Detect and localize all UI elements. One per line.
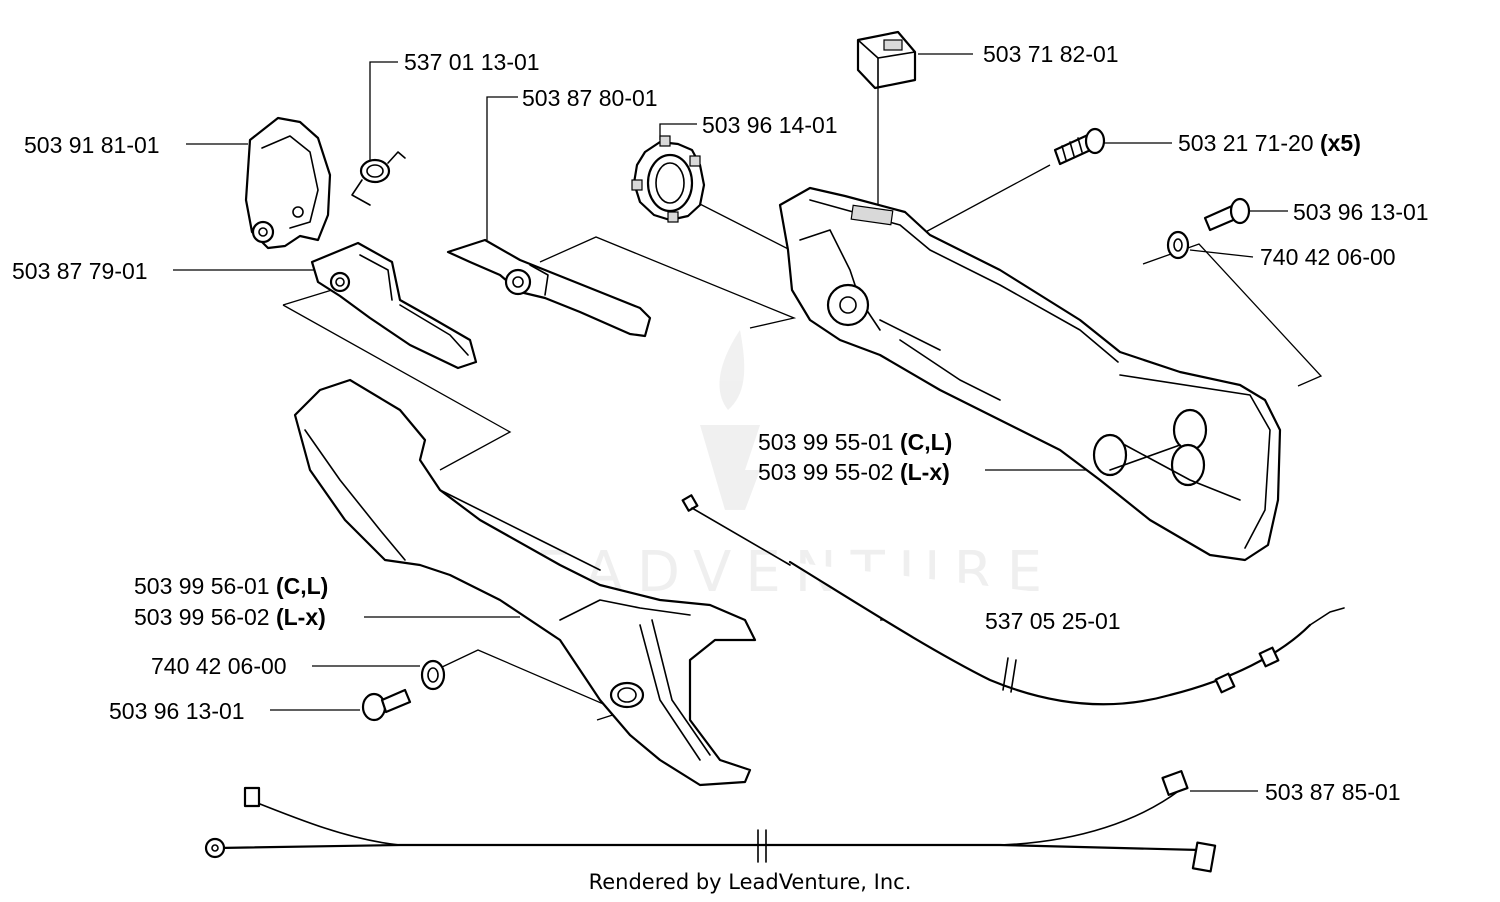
part-handle-half-left [293,378,757,787]
part-variant: (L-x) [275,604,326,630]
part-wire-harness [204,770,1217,873]
part-number: 503 87 80-01 [522,85,658,111]
part-variant: (L-x) [899,459,950,485]
part-number: 503 21 71-20 [1178,130,1314,156]
label-handle-left-lx: 503 99 56-02 (L-x) [134,604,326,630]
label-throttle-trigger: 503 87 79-01 [12,258,148,284]
part-variant: (C,L) [899,429,953,455]
part-number: 503 96 14-01 [702,112,838,138]
footer-credit: Rendered by LeadVenture, Inc. [588,870,912,894]
part-throttle-trigger [310,241,478,370]
leader-lines [173,53,1323,792]
label-stop-switch: 503 71 82-01 [983,41,1119,67]
part-gear-ring [631,135,706,223]
label-screw-right: 503 96 13-01 [1293,199,1429,225]
label-spring: 537 01 13-01 [404,49,540,75]
label-handle-right-lx: 503 99 55-02 (L-x) [758,459,950,485]
part-clamp-cover [244,116,332,250]
part-washer-right [1166,230,1190,260]
part-number: 503 91 81-01 [24,132,160,158]
part-screw-left [361,688,412,722]
label-screw-left: 503 96 13-01 [109,698,245,724]
label-washer-right: 740 42 06-00 [1260,244,1396,270]
part-variant: (C,L) [275,573,329,599]
part-number: 537 01 13-01 [404,49,540,75]
part-throttle-lever [446,238,652,338]
part-screw-right [1203,197,1251,232]
flame-v-logo-icon [700,330,760,510]
label-handle-left-cl: 503 99 56-01 (C,L) [134,573,328,599]
label-handle-right-cl: 503 99 55-01 (C,L) [758,429,952,455]
label-washer-left: 740 42 06-00 [151,653,287,679]
label-gear-ring: 503 96 14-01 [702,112,838,138]
part-number: 503 87 85-01 [1265,779,1401,805]
part-number: 503 71 82-01 [983,41,1119,67]
part-number: 503 87 79-01 [12,258,148,284]
part-number: 740 42 06-00 [1260,244,1396,270]
part-screw-x5 [1053,127,1106,166]
part-number: 503 99 56-02 [134,604,270,630]
part-stop-switch [856,30,917,90]
label-throttle-cable: 537 05 25-01 [985,608,1121,634]
part-number: 503 99 56-01 [134,573,270,599]
part-number: 503 96 13-01 [1293,199,1429,225]
part-throttle-cable [681,494,1345,706]
part-handle-half-right [778,186,1282,562]
part-number: 503 99 55-02 [758,459,894,485]
label-clamp-cover: 503 91 81-01 [24,132,160,158]
part-number: 503 99 55-01 [758,429,894,455]
label-throttle-lever: 503 87 80-01 [522,85,658,111]
part-spring [351,151,406,206]
part-number: 740 42 06-00 [151,653,287,679]
part-number: 503 96 13-01 [109,698,245,724]
part-washer-left [420,659,446,691]
label-wire-harness: 503 87 85-01 [1265,779,1401,805]
part-quantity: (x5) [1319,130,1361,156]
part-number: 537 05 25-01 [985,608,1121,634]
label-screw-x5: 503 21 71-20 (x5) [1178,130,1361,156]
